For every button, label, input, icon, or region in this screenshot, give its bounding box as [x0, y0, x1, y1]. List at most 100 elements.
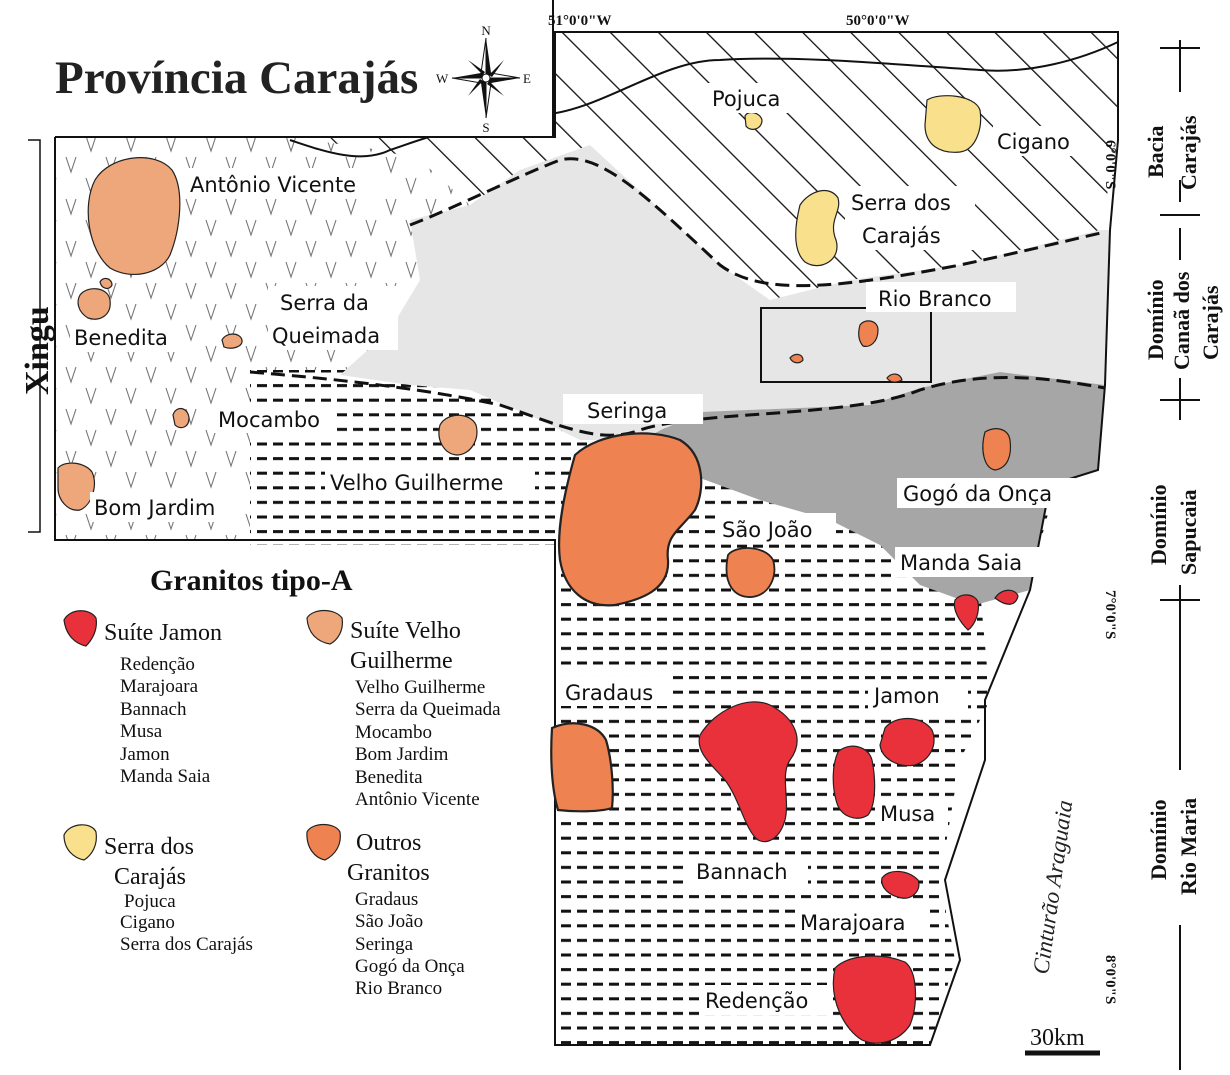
label-bg-pojuca [706, 83, 796, 113]
canaa-domain [340, 145, 1110, 440]
label-manda-saia: Manda Saia [900, 551, 1022, 575]
xingu-bracket [28, 139, 41, 533]
label-gogo-onca: Gogó da Onça [903, 482, 1052, 506]
label-bg-manda-saia [895, 547, 1045, 577]
map-title: Província Carajás [55, 52, 418, 104]
legend-velho-item-3: Bom Jardim [355, 744, 449, 765]
granite-manda-saia-1 [953, 594, 980, 631]
compass-rose: N S E W [436, 23, 531, 135]
label-bg-sao-joao [718, 513, 836, 543]
legend-title: Granitos tipo-A [150, 564, 353, 597]
label-serra-queimada-2: Queimada [272, 324, 380, 348]
legend-velho-item-4: Benedita [355, 767, 423, 788]
granite-antonio-vicente [87, 157, 181, 276]
label-bannach: Bannach [696, 860, 788, 884]
granite-bom-jardim [57, 462, 95, 511]
legend-velho-name2: Guilherme [350, 648, 453, 674]
domain-canaa-3: Carajás [1198, 285, 1223, 360]
granite-pojuca [744, 111, 763, 130]
label-bg-serra-queimada [268, 286, 398, 350]
rio-branco-study-area [760, 307, 932, 383]
coord-lat-7: 7°0'0"S [1102, 590, 1118, 639]
compass-n: N [481, 23, 491, 38]
granite-seringa [557, 432, 703, 607]
legend-outros-name1: Outros [356, 830, 421, 856]
legend-outros-item-1: São João [355, 911, 423, 932]
legend-velho-item-0: Velho Guilherme [355, 677, 485, 698]
coord-lat-6: 6°0'0"S [1102, 140, 1118, 189]
province-outline [54, 31, 1119, 1046]
legend-velho-item-1: Serra da Queimada [355, 699, 501, 720]
legend-velho-item-2: Mocambo [355, 722, 432, 743]
label-bg-rio-branco [866, 282, 1016, 312]
rio-maria-domain [250, 370, 1060, 1045]
legend-jamon-item-1: Marajoara [120, 676, 199, 697]
label-cigano: Cigano [997, 130, 1070, 154]
domain-canaa-2: Canaã dos [1169, 271, 1194, 370]
compass-e: E [523, 71, 531, 86]
label-bg-serra-carajas [845, 186, 975, 250]
granite-manda-saia-2 [994, 589, 1019, 605]
label-benedita: Benedita [74, 326, 168, 350]
label-serra-queimada-1: Serra da [280, 291, 369, 315]
label-rio-branco: Rio Branco [878, 287, 992, 311]
label-cinturao-araguaia: Cinturão Araguaia [1028, 799, 1077, 976]
label-jamon: Jamon [872, 684, 940, 708]
granite-marajoara [881, 870, 920, 899]
coord-lon-51: 51°0'0"W [548, 13, 612, 29]
granite-benedita-1 [77, 288, 111, 320]
legend-carajas-item-0: Pojuca [124, 891, 176, 912]
boundary-xingu-south [249, 370, 1106, 437]
label-sao-joao: São João [722, 518, 812, 542]
granite-serra-queimada [221, 333, 243, 349]
legend-carajas-item-2: Serra dos Carajás [120, 934, 253, 955]
scale-label: 30km [1030, 1025, 1085, 1051]
domain-bacia-1: Bacia [1143, 125, 1168, 178]
legend-carajas-item-1: Cigano [120, 912, 175, 933]
label-bg-musa [876, 798, 948, 828]
legend-jamon-item-4: Jamon [120, 744, 170, 765]
boundary-bacia [409, 157, 1106, 288]
coord-lat-8: 8°0'0"S [1102, 955, 1118, 1004]
legend-velho-item-5: Antônio Vicente [355, 789, 480, 810]
label-bg-bom-jardim [90, 492, 240, 522]
label-bg-jamon [868, 680, 968, 710]
legend-carajas-name2: Carajás [114, 864, 186, 890]
label-antonio-vicente: Antônio Vicente [190, 173, 356, 197]
label-bg-bannach [688, 855, 808, 885]
domain-bacia-2: Carajás [1176, 115, 1201, 190]
compass-w: W [436, 71, 449, 86]
label-velho-guilherme: Velho Guilherme [330, 471, 503, 495]
domain-column [1160, 40, 1200, 1070]
label-bg-benedita [70, 322, 178, 352]
legend-jamon-item-0: Redenção [120, 654, 195, 675]
legend: Granitos tipo-A Suíte Jamon Redenção Mar… [63, 564, 501, 999]
label-bg-mocambo [213, 403, 333, 433]
granite-gradaus [550, 722, 614, 813]
label-musa: Musa [880, 802, 935, 826]
domain-rio-maria-1: Domínio [1146, 799, 1171, 880]
legend-jamon-item-2: Bannach [120, 699, 187, 720]
label-bg-cigano [993, 126, 1083, 156]
legend-jamon-item-5: Manda Saia [120, 766, 211, 787]
legend-outros-item-2: Seringa [355, 934, 414, 955]
legend-swatch-carajas [63, 824, 97, 861]
granite-velho-guilherme [438, 414, 478, 456]
compass-s: S [482, 120, 489, 135]
label-mocambo: Mocambo [218, 408, 320, 432]
legend-carajas-name1: Serra dos [104, 834, 194, 860]
label-pojuca: Pojuca [712, 87, 780, 111]
domain-sapucaia-1: Domínio [1146, 484, 1171, 565]
label-bg-gradaus [558, 676, 673, 706]
granite-serra-carajas [795, 189, 840, 267]
label-gradaus: Gradaus [565, 681, 653, 705]
granite-mocambo [172, 408, 190, 429]
label-bg-seringa [563, 394, 703, 424]
granite-rio-branco-3 [886, 373, 903, 383]
legend-swatch-outros [306, 823, 341, 861]
granite-redencao [832, 955, 917, 1044]
legend-outros-item-4: Rio Branco [355, 978, 442, 999]
label-bg-antonio [186, 168, 386, 198]
granite-rio-branco-1 [858, 320, 879, 347]
